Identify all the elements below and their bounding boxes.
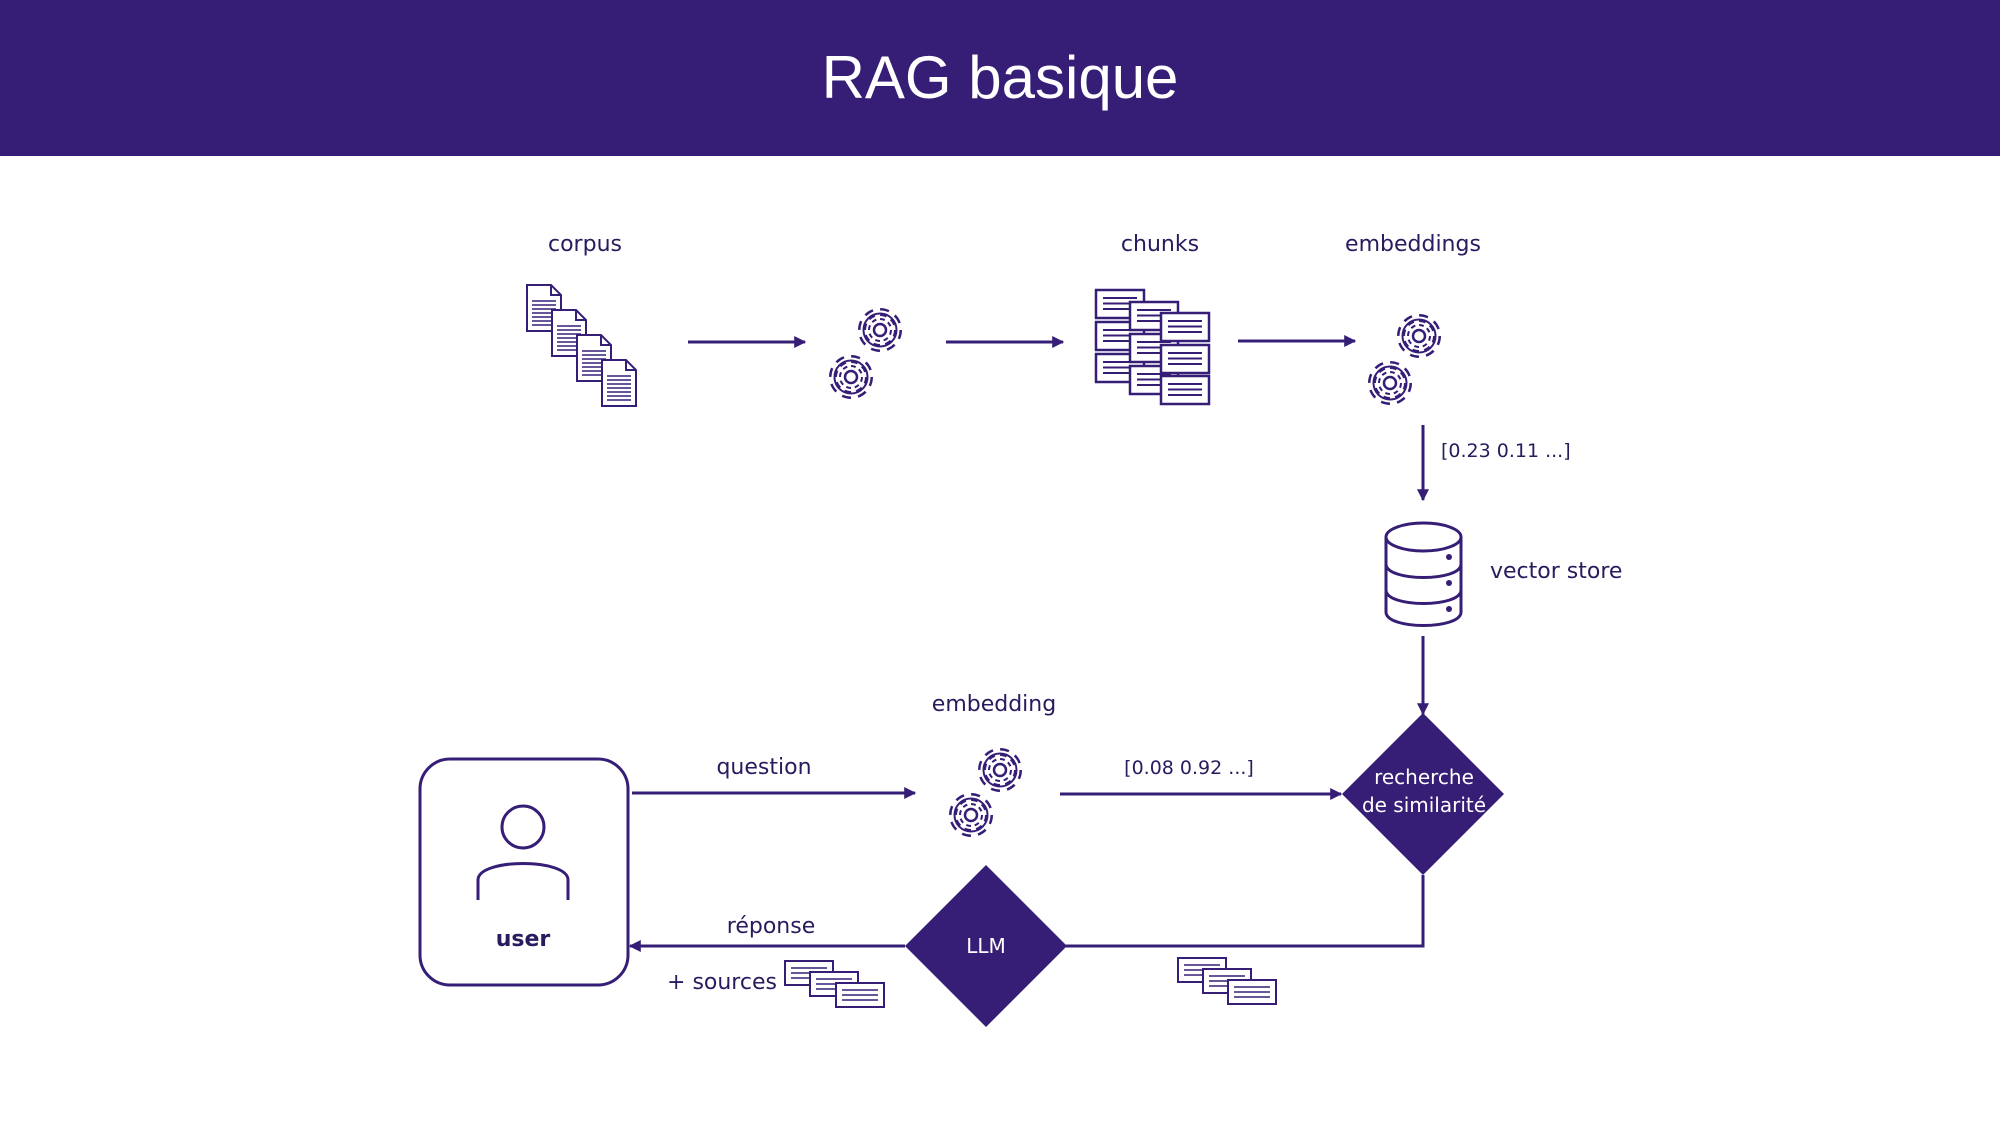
answer-label: réponse <box>727 914 815 939</box>
connector-search-to-llm <box>1066 875 1425 948</box>
user-label: user <box>496 927 551 952</box>
gears-icon <box>953 752 1019 834</box>
page-title: RAG basique <box>821 44 1179 111</box>
title-bar <box>0 0 2000 156</box>
vector-query-label: [0.08 0.92 ...] <box>1124 757 1254 779</box>
question-label: question <box>716 755 811 780</box>
similarity-label-line2: de similarité <box>1362 793 1486 817</box>
llm-label: LLM <box>966 934 1006 958</box>
user-icon <box>476 804 570 900</box>
embeddings-label: embeddings <box>1345 232 1481 257</box>
documents-icon <box>526 284 637 407</box>
database-icon <box>1384 521 1463 627</box>
similarity-search-node <box>1342 713 1504 875</box>
user-box <box>418 757 630 987</box>
sources-icon <box>784 960 885 1008</box>
chunks-label: chunks <box>1121 232 1199 257</box>
embedding-label: embedding <box>932 692 1056 717</box>
chunks-icon <box>1094 288 1211 406</box>
corpus-label: corpus <box>548 232 622 257</box>
sources-label: + sources <box>667 970 777 995</box>
vector-store-label: vector store <box>1490 559 1622 584</box>
retrieved-chunks-icon <box>1177 957 1277 1005</box>
vector-top-label: [0.23 0.11 ...] <box>1441 440 1571 462</box>
llm-node <box>905 865 1067 1027</box>
gears-icon <box>833 312 899 396</box>
similarity-label-line1: recherche <box>1374 765 1474 789</box>
gears-icon <box>1372 318 1438 402</box>
